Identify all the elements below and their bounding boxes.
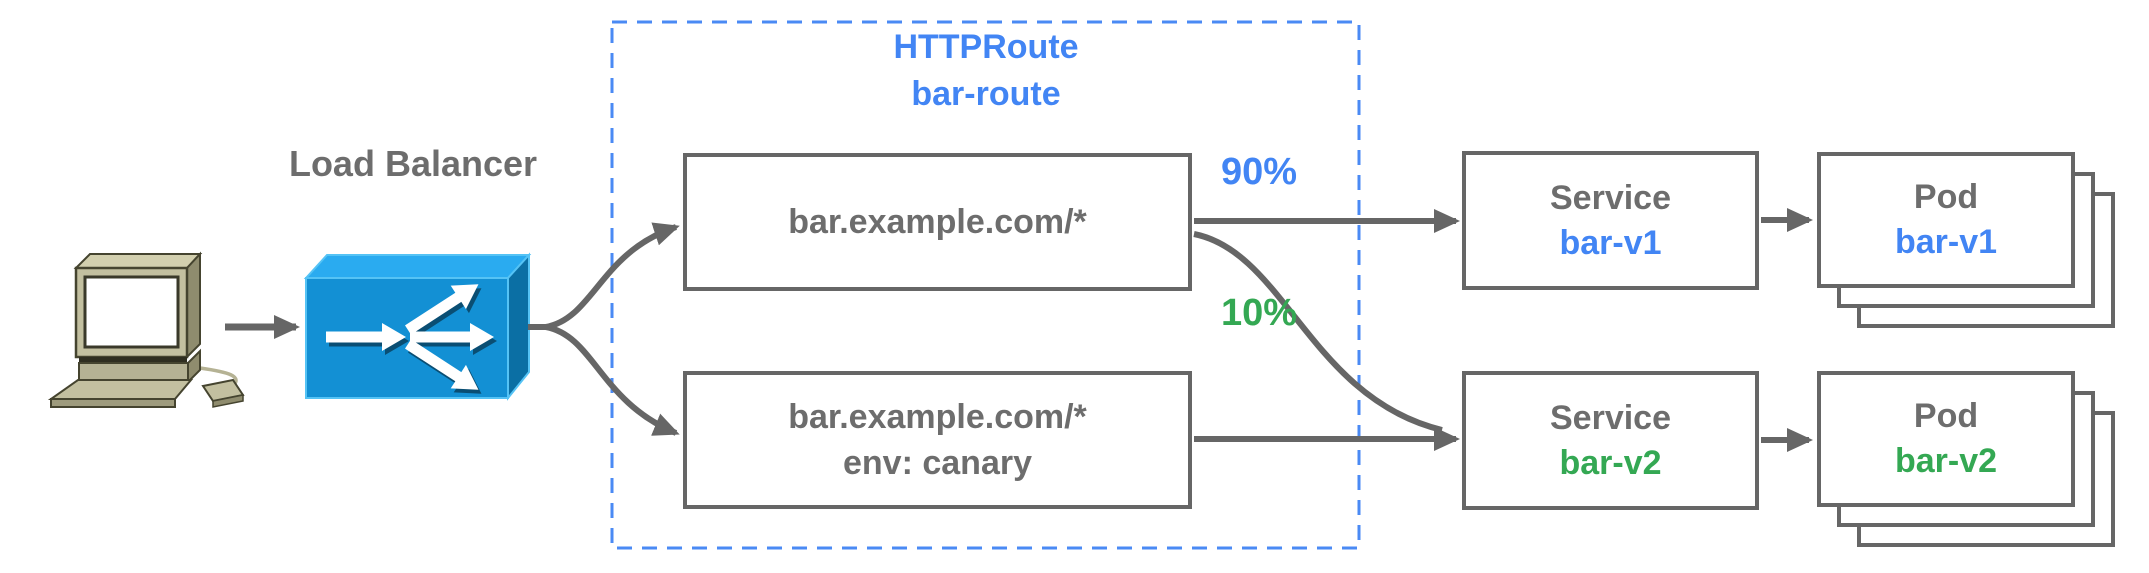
httproute-name-label: bar-route	[911, 75, 1061, 113]
httproute-boundary	[610, 20, 1361, 550]
service-name-label: bar-v1	[1559, 223, 1662, 262]
pod-v2-box: Pod bar-v2	[1817, 371, 2075, 507]
arrow-lb-to-rule1	[545, 222, 680, 330]
curve-rule1-to-service-v2	[1193, 231, 1443, 433]
service-kind-label: Service	[1550, 398, 1671, 437]
service-v2-box: Service bar-v2	[1462, 371, 1759, 510]
service-kind-label: Service	[1550, 178, 1671, 217]
route-rule-canary-box: bar.example.com/* env: canary	[683, 371, 1192, 509]
service-v1-box: Service bar-v1	[1462, 151, 1759, 290]
load-balancer-label: Load Balancer	[288, 143, 538, 184]
route-header-match-label: env: canary	[843, 444, 1032, 482]
weight-10-label: 10%	[1220, 292, 1298, 334]
service-name-label: bar-v2	[1559, 443, 1662, 482]
pod-kind-label: Pod	[1913, 178, 1979, 216]
route-rule-primary-box: bar.example.com/*	[683, 153, 1192, 291]
route-match-label: bar.example.com/*	[788, 398, 1087, 436]
weight-90-label: 90%	[1220, 151, 1298, 193]
pod-kind-label: Pod	[1913, 397, 1979, 435]
load-balancer-icon	[303, 252, 532, 401]
arrow-lb-to-rule2	[545, 324, 680, 436]
pod-name-label: bar-v1	[1894, 223, 1998, 261]
computer-icon	[47, 251, 245, 408]
httproute-kind-label: HTTPRoute	[893, 28, 1079, 66]
pod-name-label: bar-v2	[1894, 442, 1998, 480]
route-match-label: bar.example.com/*	[788, 203, 1087, 241]
httproute-label: HTTPRoute bar-route	[811, 24, 1161, 118]
pod-v1-box: Pod bar-v1	[1817, 152, 2075, 288]
lb-arrows	[326, 284, 494, 390]
